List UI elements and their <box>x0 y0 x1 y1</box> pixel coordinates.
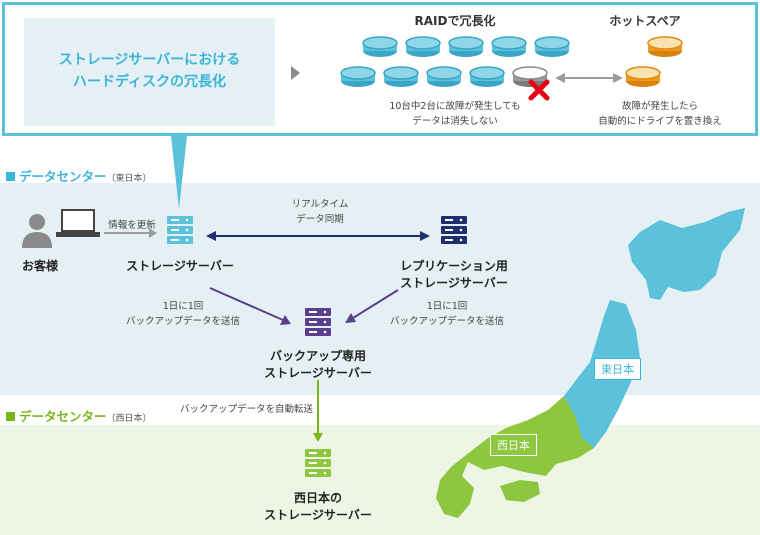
spare-note: 故障が発生したら 自動的にドライブを置き換え <box>580 99 740 129</box>
west-server-label: 西日本の ストレージサーバー <box>240 490 396 525</box>
raid-note-line1: 10台中2台に故障が発生しても <box>389 101 521 112</box>
laptop-icon <box>56 209 100 237</box>
fail-x-icon <box>528 79 550 101</box>
west-datacenter-area <box>0 425 760 535</box>
spare-note-line1: 故障が発生したら <box>621 101 698 112</box>
callout-arrow-icon <box>291 65 301 84</box>
right-send-line1: 1日に1回 <box>426 301 468 312</box>
storage-server-icon <box>167 216 193 244</box>
transfer-arrow <box>313 380 323 442</box>
east-square-icon <box>6 172 15 181</box>
spare-note-line2: 自動的にドライブを置き換え <box>598 116 722 128</box>
realtime-sync-label: リアルタイム データ同期 <box>260 197 380 227</box>
backup-line1: バックアップ専用 <box>269 349 366 363</box>
backup-line2: ストレージサーバー <box>264 366 372 381</box>
east-japan-tag: 東日本 <box>594 358 641 380</box>
auto-transfer-label: バックアップデータを自動転送 <box>180 404 314 415</box>
east-label-sub: （東日本） <box>106 174 152 184</box>
left-send-line1: 1日に1回 <box>162 301 204 312</box>
backup-server-label: バックアップ専用 ストレージサーバー <box>240 348 396 383</box>
left-send-line2: バックアップデータを送信 <box>125 316 240 328</box>
replication-server-label: レプリケーション用 ストレージサーバー <box>374 258 534 293</box>
east-label-text: データセンター <box>19 169 107 184</box>
callout-title: ストレージサーバーにおける ハードディスクの冗長化 <box>24 18 275 126</box>
callout-pointer <box>171 136 187 209</box>
shikoku-shape <box>500 480 540 502</box>
update-label: 情報を更新 <box>108 220 156 231</box>
raid-note: 10台中2台に故障が発生しても データは消失しない <box>370 99 540 129</box>
west-server-line1: 西日本の <box>293 491 342 505</box>
backup-server-icon <box>305 308 331 336</box>
backup-arrow-left <box>209 287 291 325</box>
callout-title-line2: ハードディスクの冗長化 <box>72 74 227 90</box>
left-send-label: 1日に1回 バックアップデータを送信 <box>118 299 248 329</box>
raid-note-line2: データは消失しない <box>412 116 498 128</box>
raid-title: RAIDで冗長化 <box>414 14 496 28</box>
backup-arrow-right <box>345 289 399 323</box>
customer-person-icon <box>22 214 52 248</box>
realtime-line2: データ同期 <box>296 214 344 226</box>
west-server-line2: ストレージサーバー <box>264 508 372 523</box>
realtime-line1: リアルタイム <box>291 199 349 210</box>
west-label-sub: （西日本） <box>106 414 152 424</box>
right-send-label: 1日に1回 バックアップデータを送信 <box>382 299 512 329</box>
sync-arrow <box>206 231 430 241</box>
customer-label: お客様 <box>21 259 58 273</box>
replication-line1: レプリケーション用 <box>400 259 508 273</box>
replace-arrow-icon <box>555 73 623 83</box>
update-arrow <box>104 228 157 238</box>
west-server-icon <box>305 449 331 477</box>
storage-server-label: ストレージサーバー <box>126 259 234 273</box>
west-datacenter-label: データセンター（西日本） <box>6 406 152 425</box>
hokkaido-shape <box>628 208 745 300</box>
replication-server-icon <box>441 216 467 244</box>
hot-spare-title: ホットスペア <box>609 14 681 28</box>
disk-array <box>340 36 683 101</box>
west-japan-shape <box>436 396 594 518</box>
right-send-line2: バックアップデータを送信 <box>389 316 504 328</box>
west-japan-tag: 西日本 <box>490 434 537 456</box>
east-datacenter-label: データセンター（東日本） <box>6 166 152 185</box>
callout-title-line1: ストレージサーバーにおける <box>58 52 241 69</box>
japan-map <box>436 208 745 518</box>
west-label-text: データセンター <box>19 409 107 424</box>
west-square-icon <box>6 412 15 421</box>
replication-line2: ストレージサーバー <box>400 276 508 291</box>
